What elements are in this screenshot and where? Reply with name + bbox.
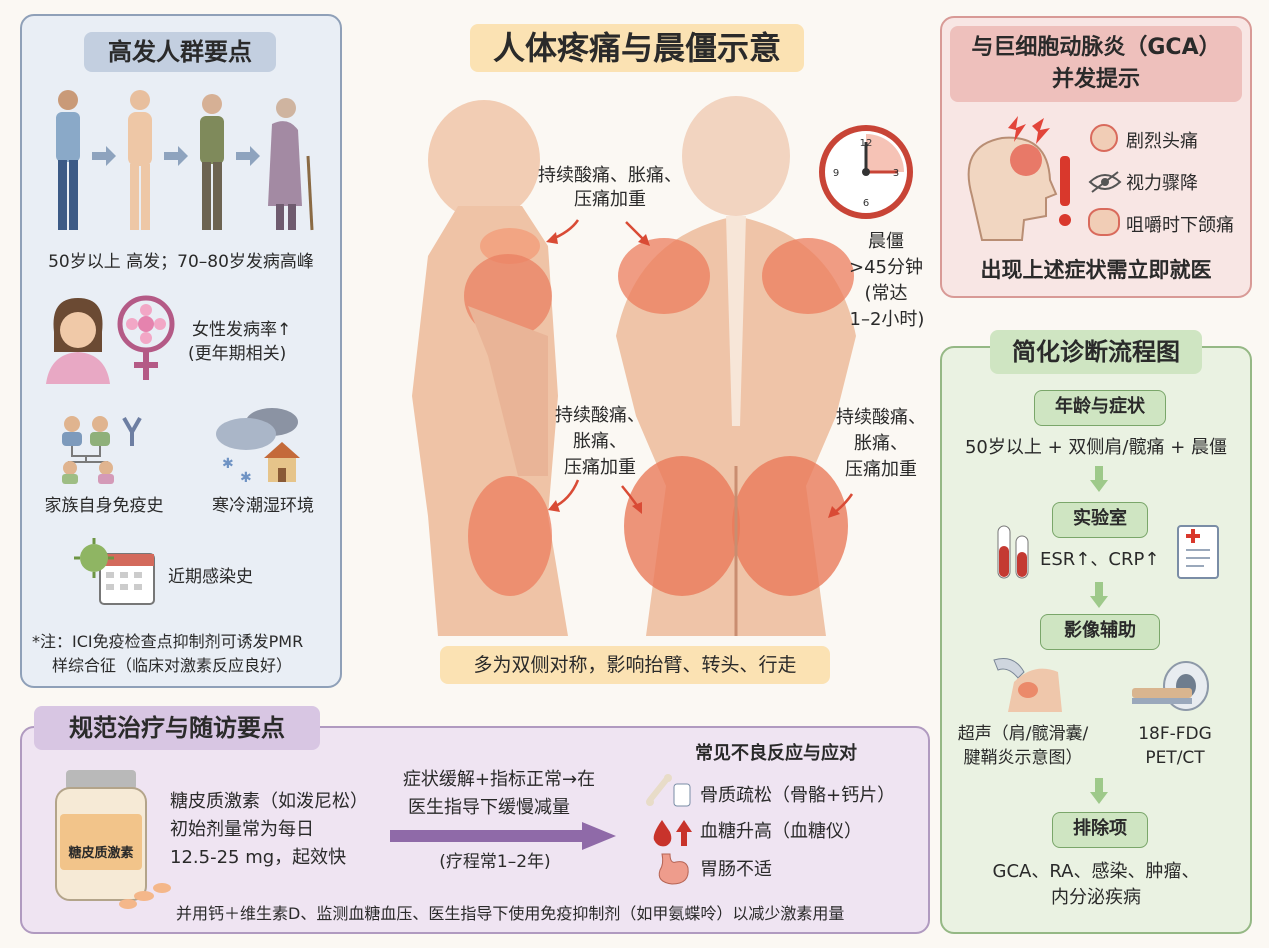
ici-note-line2: 样综合征（临床对激素反应良好） — [52, 656, 293, 675]
virus-calendar-icon — [74, 538, 155, 605]
age-text: 50岁以上 高发；70–80岁发病高峰 — [48, 252, 314, 272]
infection-history-text: 近期感染史 — [168, 567, 253, 587]
svg-text:✱: ✱ — [240, 470, 252, 486]
family-history-text: 家族自身免疫史 — [44, 496, 164, 516]
treatment-footer: 并用钙＋维生素D、监测血糖血压、医生指导下使用免疫抑制剂（如甲氨蝶呤）以减少激素… — [176, 904, 845, 923]
pet-ct-scanner-icon — [1132, 661, 1209, 711]
bone-calcium-icon — [646, 774, 691, 807]
headache-head-icon — [967, 116, 1071, 241]
pain-label-hip-right-line2: 胀痛、 — [854, 433, 908, 454]
flow-header: 简化诊断流程图 — [990, 330, 1202, 374]
stomach-icon — [658, 853, 689, 885]
jaw-pain-icon — [1088, 208, 1120, 236]
symptom-jaw-pain: 咀嚼时下颌痛 — [1126, 215, 1234, 236]
headache-icon — [1090, 124, 1118, 152]
family-tree-icon — [62, 416, 142, 484]
cold-environment-text: 寒冷潮湿环境 — [212, 496, 314, 516]
adverse-blood-sugar: 血糖升高（血糖仪） — [700, 821, 862, 842]
morning-stiffness-line4: 1–2小时) — [849, 309, 925, 330]
older-man-icon — [200, 94, 224, 230]
ultrasound-text-line1: 超声（肩/髋滑囊/ — [957, 724, 1089, 744]
pet-ct-text-line1: 18F-FDG — [1138, 724, 1212, 744]
flow-step-imaging: 影像辅助 — [1040, 614, 1160, 650]
flow-step-exclusion: 排除项 — [1052, 812, 1148, 848]
treatment-header: 规范治疗与随访要点 — [34, 706, 320, 750]
gca-title-line2: 并发提示 — [1051, 67, 1140, 92]
morning-stiffness-line2: >45分钟 — [849, 257, 923, 278]
risk-groups-header: 高发人群要点 — [84, 32, 276, 72]
gca-title-line1: 与巨细胞动脉炎（GCA） — [971, 35, 1221, 60]
clock-number-6: 6 — [863, 198, 869, 209]
flow-step-age-symptoms-text: 50岁以上 + 双侧肩/髋痛 + 晨僵 — [964, 437, 1228, 458]
pain-label-hip-right-line1: 持续酸痛、 — [836, 407, 926, 428]
clock-icon: 12 3 6 9 — [819, 125, 913, 219]
exclusion-text-line2: 内分泌疾病 — [1051, 887, 1141, 908]
female-menopause-text: (更年期相关) — [188, 344, 287, 364]
flow-arrow-down — [1090, 778, 1108, 804]
pain-arrows — [546, 219, 854, 518]
drug-line3: 12.5-25 mg，起效快 — [170, 847, 347, 868]
female-symbol-icon — [117, 295, 175, 380]
symptom-vision-loss: 视力骤降 — [1126, 173, 1198, 194]
pain-label-neck-line2: 压痛加重 — [574, 189, 646, 210]
ici-note-line1: *注：ICI免疫检查点抑制剂可诱发PMR — [32, 632, 304, 651]
clock-number-9: 9 — [833, 168, 839, 179]
elderly-woman-cane-icon — [268, 98, 314, 231]
medicine-bottle-icon — [55, 770, 171, 909]
flow-lab-text: ESR↑、CRP↑ — [1040, 549, 1160, 570]
young-man-icon — [56, 90, 80, 230]
clock-number-3: 3 — [893, 168, 899, 179]
pain-label-hip-left-line2: 胀痛、 — [573, 431, 627, 452]
woman-avatar-icon — [46, 298, 110, 384]
pain-label-neck-line1: 持续酸痛、胀痛、 — [538, 165, 682, 186]
pain-label-hip-left-line3: 压痛加重 — [564, 457, 636, 478]
adverse-gastro: 胃肠不适 — [700, 859, 772, 880]
age-progression-illustration — [56, 90, 314, 231]
bottle-label: 糖皮质激素 — [68, 846, 134, 861]
exclusion-text-line1: GCA、RA、感染、肿瘤、 — [992, 861, 1200, 882]
symmetry-caption: 多为双侧对称，影响抬臂、转头、行走 — [440, 646, 830, 684]
pain-label-hip-right-line3: 压痛加重 — [845, 459, 917, 480]
body-back-view-illustration — [616, 96, 856, 636]
morning-stiffness-line1: 晨僵 — [868, 231, 904, 252]
symptom-headache: 剧烈头痛 — [1126, 131, 1198, 152]
test-tubes-icon — [997, 525, 1029, 579]
taper-line2: 医生指导下缓慢减量 — [408, 797, 570, 818]
adverse-title: 常见不良反应与应对 — [695, 743, 857, 764]
flow-step-age-symptoms: 年龄与症状 — [1034, 390, 1166, 426]
cold-weather-icon: ✱✱ — [216, 408, 300, 486]
ultrasound-text-line2: 腱鞘炎示意图） — [963, 748, 1083, 768]
gca-warning: 出现上述症状需立即就医 — [980, 258, 1212, 282]
drug-line2: 初始剂量常为每日 — [170, 819, 314, 840]
svg-text:✱: ✱ — [222, 456, 234, 472]
treatment-course: (疗程常1–2年) — [439, 852, 551, 872]
vision-loss-icon — [1088, 171, 1122, 193]
body-side-view-illustration — [412, 100, 568, 636]
taper-arrow — [390, 822, 616, 850]
drug-line1: 糖皮质激素（如泼尼松） — [170, 791, 368, 812]
anatomy-figure-icon — [128, 90, 152, 230]
clock-number-12: 12 — [860, 138, 873, 149]
blood-sugar-icon — [653, 820, 692, 847]
flow-arrow-down — [1090, 466, 1108, 492]
adverse-osteoporosis: 骨质疏松（骨骼+钙片） — [700, 785, 896, 806]
gca-title: 与巨细胞动脉炎（GCA） 并发提示 — [950, 26, 1242, 102]
female-incidence-text: 女性发病率↑ — [192, 320, 292, 340]
page-title: 人体疼痛与晨僵示意 — [470, 24, 804, 72]
flow-step-lab: 实验室 — [1052, 502, 1148, 538]
lab-report-icon — [1177, 525, 1219, 579]
taper-line1: 症状缓解+指标正常→在 — [402, 769, 596, 790]
pet-ct-text-line2: PET/CT — [1145, 748, 1205, 768]
ultrasound-probe-icon — [993, 658, 1062, 712]
pain-label-hip-left-line1: 持续酸痛、 — [555, 405, 645, 426]
morning-stiffness-line3: (常达 — [864, 283, 908, 304]
flow-arrow-down — [1090, 582, 1108, 608]
